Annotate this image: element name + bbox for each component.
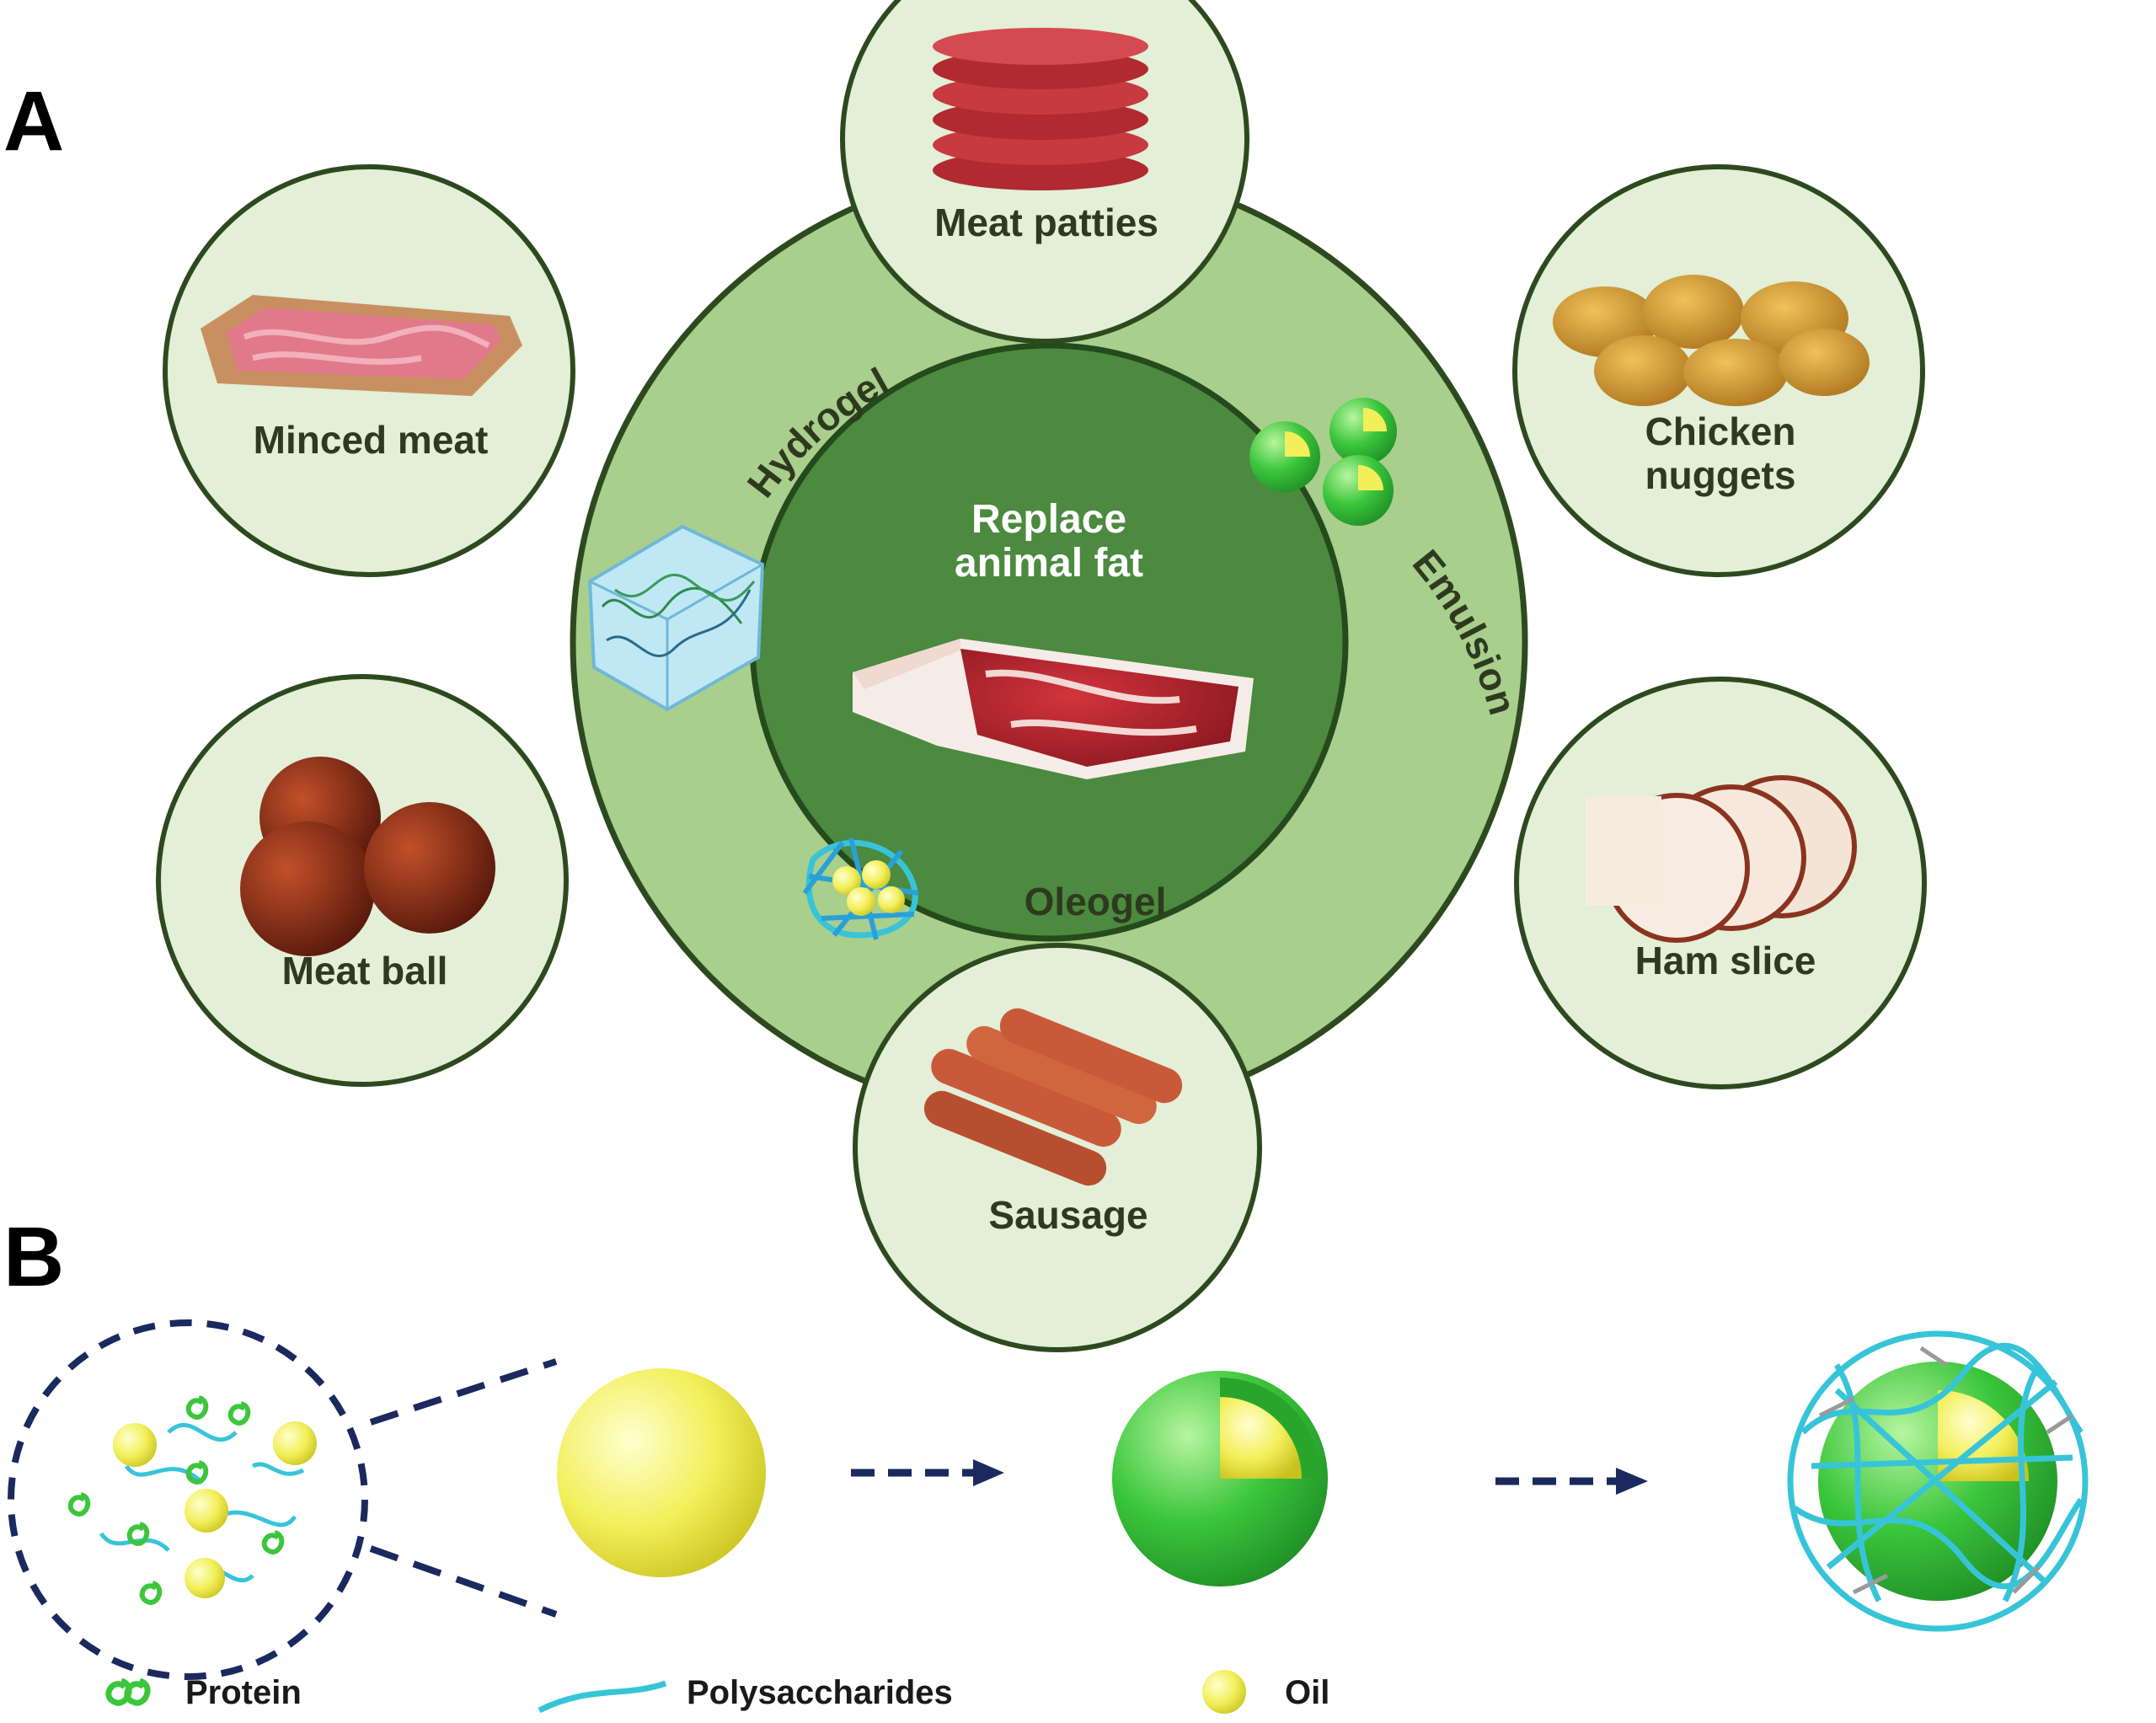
oleogel-network-icon [802, 837, 919, 940]
polysaccharide-icon [538, 1680, 667, 1714]
minced-meat-image [201, 295, 522, 396]
food-sausage: Sausage [853, 943, 1262, 1352]
protein-icon [105, 1678, 151, 1706]
raw-meat-image [853, 639, 1254, 779]
zoom-line-top [369, 1358, 558, 1426]
sausage-image [923, 1008, 1183, 1186]
food-ham-slice: Ham slice [1514, 677, 1927, 1089]
center-label-line2: animal fat [955, 541, 1143, 586]
ham-slice-image [1586, 775, 1857, 943]
legend: Protein Polysaccharides Oil [105, 1670, 1329, 1714]
central-ring: Replace animal fat Hydrogel Emulsion Ole… [570, 163, 1528, 1121]
oil-icon [1202, 1670, 1246, 1714]
center-label-line1: Replace [971, 497, 1126, 542]
meat-patties-image [933, 28, 1148, 190]
polysaccharide-coated-droplet [1787, 1330, 2089, 1632]
legend-item-polysaccharides: Polysaccharides [538, 1674, 953, 1714]
emulsion-droplets-icon [1249, 398, 1397, 526]
process-arrow-1 [851, 1459, 1004, 1486]
chicken-nuggets-image [1553, 275, 1870, 406]
food-label-sausage: Sausage [988, 1193, 1148, 1237]
legend-item-protein: Protein [105, 1674, 302, 1711]
meat-ball-image [240, 757, 495, 956]
legend-item-oil: Oil [1202, 1670, 1329, 1714]
ring-label-oleogel: Oleogel [1025, 880, 1167, 923]
legend-label-oil: Oil [1285, 1674, 1329, 1711]
hydrogel-block-icon [587, 524, 765, 712]
food-label-ham-slice: Ham slice [1635, 939, 1816, 982]
panel-label-b: B [3, 1210, 64, 1304]
legend-label-protein: Protein [185, 1674, 302, 1711]
process-arrow-2 [1495, 1468, 1648, 1495]
food-label-chicken-nuggets-line1: Chicken [1645, 409, 1796, 453]
food-meat-ball: Meat ball [156, 674, 569, 1087]
inner-disc [749, 342, 1349, 942]
protein-coated-droplet [1112, 1371, 1328, 1587]
zoom-line-bottom [369, 1545, 558, 1618]
food-label-meat-patties: Meat patties [934, 201, 1158, 244]
oil-droplet [557, 1368, 766, 1577]
food-chicken-nuggets: Chicken nuggets [1512, 164, 1925, 577]
food-meat-patties: Meat patties [840, 0, 1249, 344]
food-label-meat-ball: Meat ball [282, 949, 448, 993]
food-minced-meat: Minced meat [163, 164, 575, 577]
mixture-zoom-circle [8, 1319, 368, 1680]
food-label-chicken-nuggets-line2: nuggets [1645, 453, 1796, 497]
legend-label-polysaccharides: Polysaccharides [687, 1674, 953, 1711]
panel-label-a: A [3, 74, 64, 169]
food-label-minced-meat: Minced meat [254, 418, 489, 462]
